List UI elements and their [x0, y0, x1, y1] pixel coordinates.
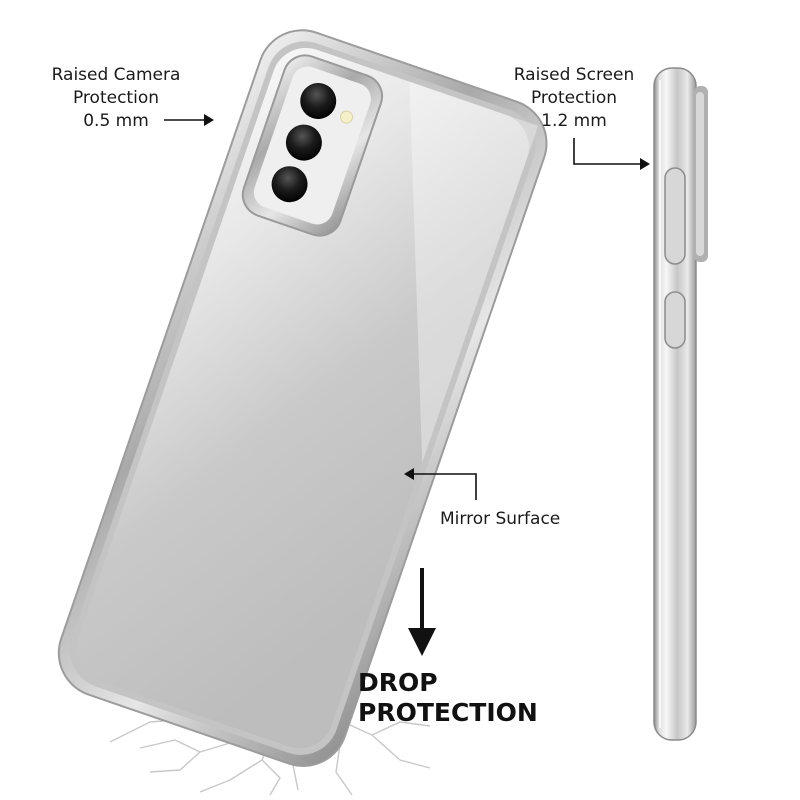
callout-line: 1.2 mm	[541, 111, 607, 131]
camera-protection-callout: Raised Camera Protection 0.5 mm	[30, 64, 202, 133]
volume-button	[664, 167, 686, 265]
lens-icon	[300, 82, 337, 119]
headline-line: DROP	[358, 668, 438, 697]
power-button	[664, 291, 686, 349]
lens-icon	[271, 166, 308, 203]
callout-line: Protection	[530, 88, 617, 108]
callout-line: Protection	[72, 88, 159, 108]
flash-icon	[340, 110, 354, 124]
lens-icon	[285, 124, 322, 161]
phone-case-back	[57, 29, 548, 767]
callout-line: 0.5 mm	[83, 111, 149, 131]
callout-line: Raised Screen	[513, 65, 635, 85]
headline-line: PROTECTION	[358, 698, 538, 727]
callout-line: Raised Camera	[51, 65, 181, 85]
camera-module	[241, 54, 384, 237]
arrow-right-icon	[573, 138, 650, 170]
arrow-right-icon	[164, 114, 214, 126]
arrow-left-icon	[404, 468, 477, 500]
screen-protection-callout: Raised Screen Protection 1.2 mm	[488, 64, 660, 133]
mirror-surface-callout: Mirror Surface	[440, 509, 561, 529]
drop-protection-headline: DROP PROTECTION	[358, 668, 538, 728]
arrow-down-icon	[408, 568, 436, 656]
phone-case-side	[653, 67, 708, 741]
